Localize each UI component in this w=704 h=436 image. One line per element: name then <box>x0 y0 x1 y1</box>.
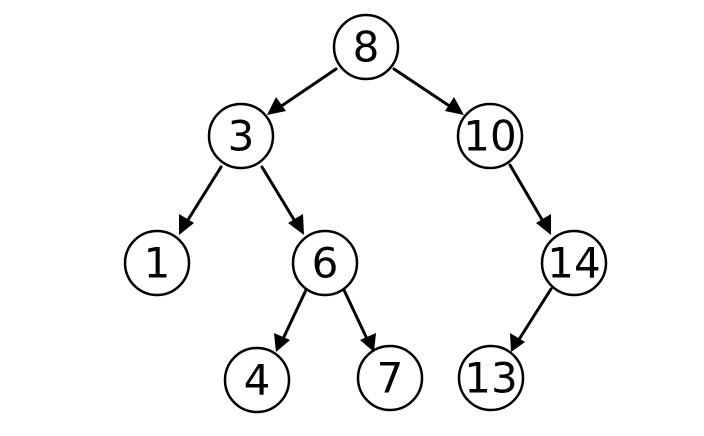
node-label-4: 4 <box>244 356 271 405</box>
arrowhead-10-to-14 <box>536 214 551 235</box>
edge-8-to-10 <box>392 67 456 111</box>
arrowhead-14-to-13 <box>510 333 525 352</box>
tree-node-7: 7 <box>356 344 424 412</box>
node-label-14: 14 <box>547 239 600 288</box>
node-label-1: 1 <box>144 239 171 288</box>
edge-3-to-1 <box>184 165 223 225</box>
arrowhead-6-to-4 <box>274 333 290 352</box>
tree-node-13: 13 <box>457 344 525 412</box>
node-circle-13 <box>457 344 525 412</box>
arrowhead-3-to-6 <box>288 214 304 235</box>
node-circle-6 <box>291 229 359 297</box>
tree-node-10: 10 <box>456 102 524 170</box>
node-circle-4 <box>223 346 291 414</box>
tree-node-8: 8 <box>332 13 400 81</box>
node-circle-14 <box>540 229 608 297</box>
edge-10-to-14 <box>508 163 546 225</box>
node-circle-1 <box>123 229 191 297</box>
arrowhead-8-to-3 <box>267 97 286 115</box>
tree-node-3: 3 <box>207 102 275 170</box>
node-label-10: 10 <box>463 112 516 161</box>
arrowhead-8-to-10 <box>445 97 464 115</box>
edge-8-to-3 <box>275 67 338 111</box>
edge-6-to-7 <box>342 288 370 343</box>
node-circle-3 <box>207 102 275 170</box>
tree-node-14: 14 <box>540 229 608 297</box>
tree-nodes: 8 3 10 1 6 14 4 7 <box>123 13 608 414</box>
tree-node-1: 1 <box>123 229 191 297</box>
node-circle-10 <box>456 102 524 170</box>
arrowhead-6-to-7 <box>360 333 376 352</box>
edge-6-to-4 <box>280 288 308 343</box>
node-label-3: 3 <box>228 112 255 161</box>
edge-3-to-6 <box>260 165 298 225</box>
edge-14-to-13 <box>516 287 553 343</box>
node-circle-8 <box>332 13 400 81</box>
tree-node-6: 6 <box>291 229 359 297</box>
node-circle-7 <box>356 344 424 412</box>
node-label-13: 13 <box>464 354 517 403</box>
node-label-8: 8 <box>353 23 380 72</box>
arrowhead-3-to-1 <box>179 214 194 235</box>
node-label-6: 6 <box>312 239 339 288</box>
node-label-7: 7 <box>377 354 404 403</box>
tree-edges <box>179 67 553 352</box>
tree-node-4: 4 <box>223 346 291 414</box>
